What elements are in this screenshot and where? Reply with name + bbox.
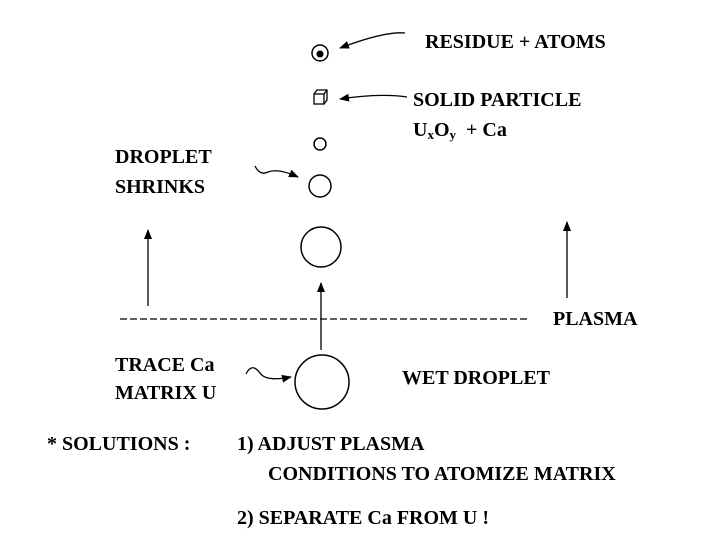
label-residue-atoms: RESIDUE + ATOMS [425, 31, 606, 53]
wet-droplet-circle [294, 354, 350, 410]
arrow-solid-particle [339, 93, 408, 102]
residue-core [316, 50, 324, 58]
solution-1-line2: CONDITIONS TO ATOMIZE MATRIX [268, 463, 616, 485]
label-solid-particle-formula: UxOy + Ca [413, 119, 507, 142]
label-droplet-shrinks-1: DROPLET [115, 146, 212, 168]
residue-circle [311, 44, 329, 62]
label-wet-droplet: WET DROPLET [402, 367, 550, 389]
arrow-residue [339, 32, 406, 49]
droplet-medium [308, 174, 332, 198]
label-trace-ca: TRACE Ca [115, 354, 215, 376]
solid-particle-cube-icon [313, 89, 328, 105]
droplet-small [313, 137, 327, 151]
label-solid-particle: SOLID PARTICLE [413, 89, 582, 111]
label-plasma: PLASMA [553, 308, 638, 330]
label-matrix-u: MATRIX U [115, 382, 217, 404]
droplet-large [300, 226, 342, 268]
arrow-droplet-shrinks [254, 165, 299, 178]
solutions-heading: * SOLUTIONS : [47, 433, 191, 455]
solution-1-line1: 1) ADJUST PLASMA [237, 433, 425, 455]
solution-2: 2) SEPARATE Ca FROM U ! [237, 507, 490, 529]
arrow-trace-matrix [245, 367, 292, 383]
label-droplet-shrinks-2: SHRINKS [115, 176, 206, 198]
